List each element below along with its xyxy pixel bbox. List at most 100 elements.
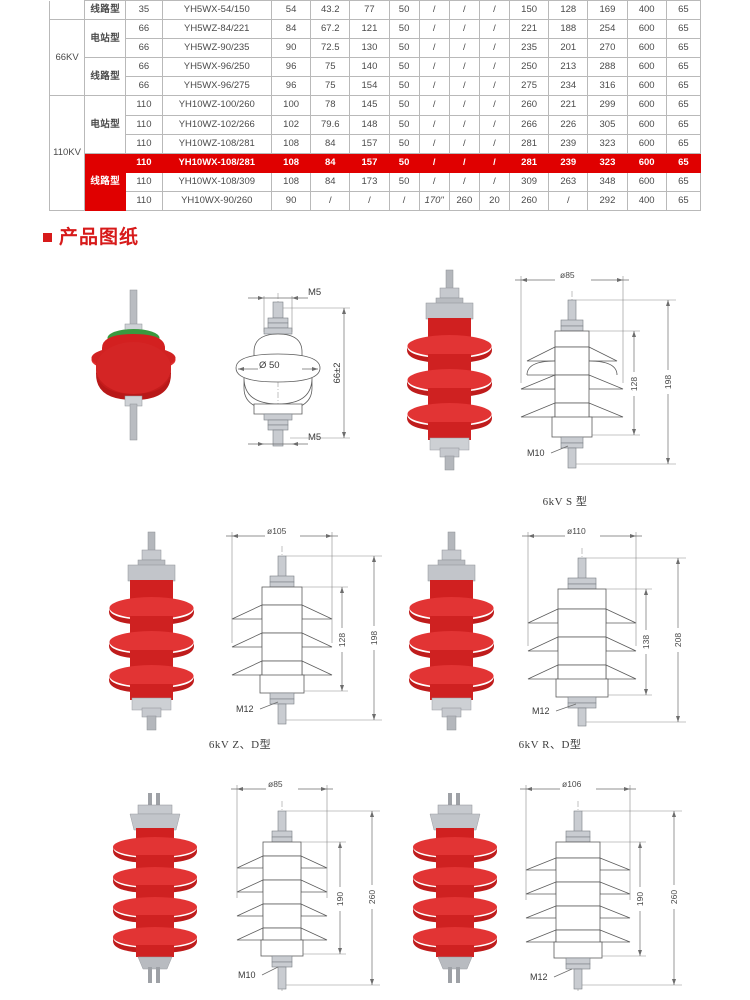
table-cell: 50: [388, 38, 420, 59]
dim-diameter: ø105: [267, 526, 287, 536]
table-cell: 65: [665, 190, 702, 212]
table-cell: /: [418, 114, 450, 135]
table-cell: 323: [587, 133, 628, 154]
type-cell: 电站型: [84, 95, 127, 154]
dimension-drawing-6kv-s: ø85 128 198 M10: [515, 270, 676, 469]
table-cell: 110: [125, 171, 163, 192]
table-cell: 65: [665, 0, 702, 21]
table-cell: 77: [349, 0, 390, 21]
table-cell: 78: [310, 95, 351, 116]
table-cell: 400: [626, 0, 667, 21]
table-cell: 235: [509, 38, 550, 59]
table-cell: 266: [509, 114, 550, 135]
dim-inner-height: 128: [629, 377, 639, 391]
table-cell: 102: [270, 114, 312, 135]
table-cell: /: [448, 57, 480, 78]
table-cell: /: [448, 0, 480, 21]
table-cell: /: [418, 171, 450, 192]
table-cell: /: [448, 19, 480, 40]
table-cell: 140: [349, 57, 390, 78]
table-cell: /: [478, 95, 511, 116]
table-cell: YH10WX-90/260: [161, 190, 272, 212]
arrester-photo-3shed-c: [409, 531, 494, 731]
kv-class-cell: 110KV: [48, 95, 86, 212]
table-cell: 50: [388, 76, 420, 97]
dim-total-height: 198: [369, 631, 379, 645]
table-cell: 260: [509, 95, 550, 116]
arrester-photo-3shed-a: [407, 269, 492, 471]
table-cell: YH5WZ-84/221: [161, 19, 272, 40]
table-cell: 600: [626, 133, 667, 154]
table-cell: 148: [349, 114, 390, 135]
table-cell: 299: [587, 95, 628, 116]
table-cell: 65: [665, 76, 702, 97]
dim-thread: M12: [236, 704, 254, 714]
table-cell: YH5WX-96/250: [161, 57, 272, 78]
table-cell: /: [448, 171, 480, 192]
table-cell: 72.5: [310, 38, 351, 59]
table-cell: 43.2: [310, 0, 351, 21]
table-cell: 173: [349, 171, 390, 192]
table-cell: 110: [125, 114, 163, 135]
type-cell: 电站型: [84, 19, 127, 59]
table-cell: /: [418, 133, 450, 154]
table-cell: /: [418, 57, 450, 78]
table-cell: 213: [548, 57, 589, 78]
table-cell: 600: [626, 95, 667, 116]
dim-thread: M12: [530, 972, 548, 982]
table-cell: /: [478, 19, 511, 40]
table-cell: 145: [349, 95, 390, 116]
table-cell: 157: [349, 133, 390, 154]
dimension-drawing-small: M5 M5 Ø 50 66±2: [235, 287, 350, 447]
table-cell: 50: [388, 133, 420, 154]
table-cell: 150: [509, 0, 550, 21]
table-cell: 288: [587, 57, 628, 78]
table-cell: /: [418, 95, 450, 116]
kv-class-cell: 66KV: [48, 19, 86, 97]
table-cell: 600: [626, 76, 667, 97]
table-cell: /: [548, 190, 589, 212]
table-cell: 188: [548, 19, 589, 40]
dim-inner-height: 190: [335, 892, 345, 906]
dim-diameter: ø85: [268, 779, 283, 789]
table-cell: 254: [587, 19, 628, 40]
table-cell: 84: [310, 152, 351, 173]
dim-top-thread: M5: [308, 287, 321, 298]
table-cell: 66: [125, 76, 163, 97]
dim-thread: M10: [238, 970, 256, 980]
dim-thread: M12: [532, 706, 550, 716]
table-cell: /: [478, 133, 511, 154]
table-cell: 79.6: [310, 114, 351, 135]
table-cell: 108: [270, 171, 312, 192]
drawing-caption: 6kV S 型: [542, 496, 588, 508]
table-cell: 309: [509, 171, 550, 192]
table-cell: YH10WX-108/309: [161, 171, 272, 192]
dim-inner-height: 190: [635, 892, 645, 906]
table-cell: 169: [587, 0, 628, 21]
table-cell: YH5WX-54/150: [161, 0, 272, 21]
table-cell: YH10WX-108/281: [161, 152, 272, 173]
table-cell: 281: [509, 152, 550, 173]
table-cell: 65: [665, 133, 702, 154]
dimension-drawing-6kv-zd: ø105 128 198 M12: [226, 526, 382, 725]
table-cell: 292: [587, 190, 628, 212]
table-cell: /: [478, 114, 511, 135]
table-cell: 65: [665, 57, 702, 78]
dim-height: 66±2: [332, 362, 343, 383]
table-cell: 316: [587, 76, 628, 97]
dim-diameter: ø106: [562, 779, 582, 789]
table-cell: 130: [349, 38, 390, 59]
table-cell: 600: [626, 114, 667, 135]
table-cell: 600: [626, 152, 667, 173]
square-bullet-icon: [43, 232, 52, 242]
table-cell: /: [478, 38, 511, 59]
table-cell: 250: [509, 57, 550, 78]
table-cell: 50: [388, 95, 420, 116]
dimension-drawing-6kv-rd: ø110 138 208 M12: [522, 526, 686, 727]
dim-diameter: ø110: [567, 526, 586, 536]
table-cell: 128: [548, 0, 589, 21]
